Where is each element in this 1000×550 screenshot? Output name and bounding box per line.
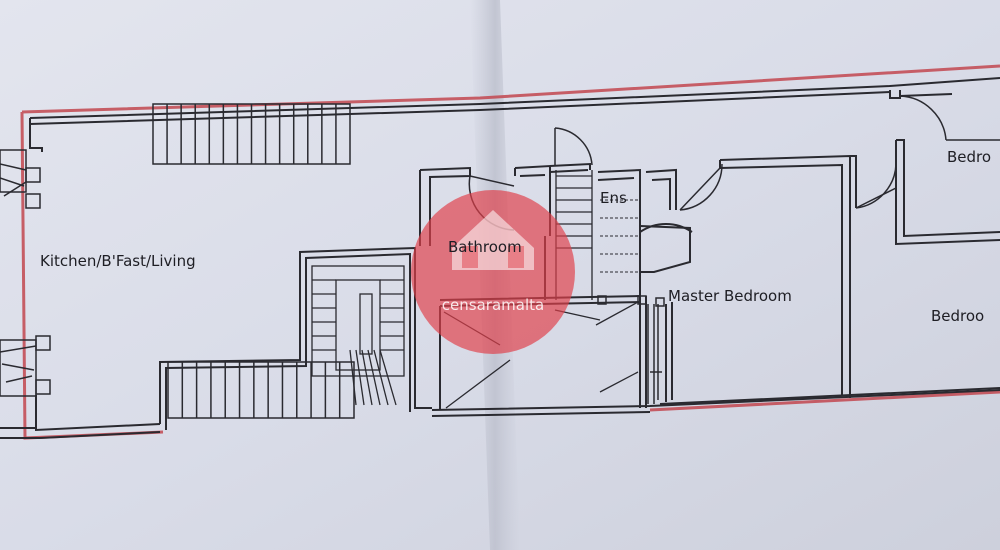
label-bathroom: Bathroom [448,238,522,256]
ensuite-walls [597,168,693,296]
watermark-text: censaramalta [442,296,544,314]
label-master-bedroom: Master Bedroom [668,287,792,305]
master-bedroom-door [679,163,723,211]
exterior-walls [0,77,1000,439]
left-window-top [0,149,41,209]
label-bedroom-right: Bedroo [931,307,984,325]
stair-central-scribble [379,349,397,406]
stair-central-scribble [349,349,357,406]
stair-central-scribble [373,349,389,406]
left-window-bottom [0,335,51,397]
stair-central-scribble [361,349,373,406]
staircase-bottom [167,361,355,419]
stair-central-core [335,279,381,371]
watermark-logo: censaramalta [411,190,575,354]
staircase-central [311,170,593,406]
stair-central-scribble [355,349,365,406]
bedroom-door [855,95,1000,209]
vertical-doubles [647,304,662,404]
small-squares [597,295,665,307]
bedroom-walls-right [850,90,1000,246]
stair-central-scribble [367,349,381,406]
label-kitchen-living: Kitchen/B'Fast/Living [40,252,196,270]
label-bedroom-top: Bedro [947,148,991,166]
label-ensuite: Ens [600,189,627,207]
stair-central-outline [311,265,405,377]
stair-central-rail [359,293,373,355]
staircase-top [152,103,351,165]
